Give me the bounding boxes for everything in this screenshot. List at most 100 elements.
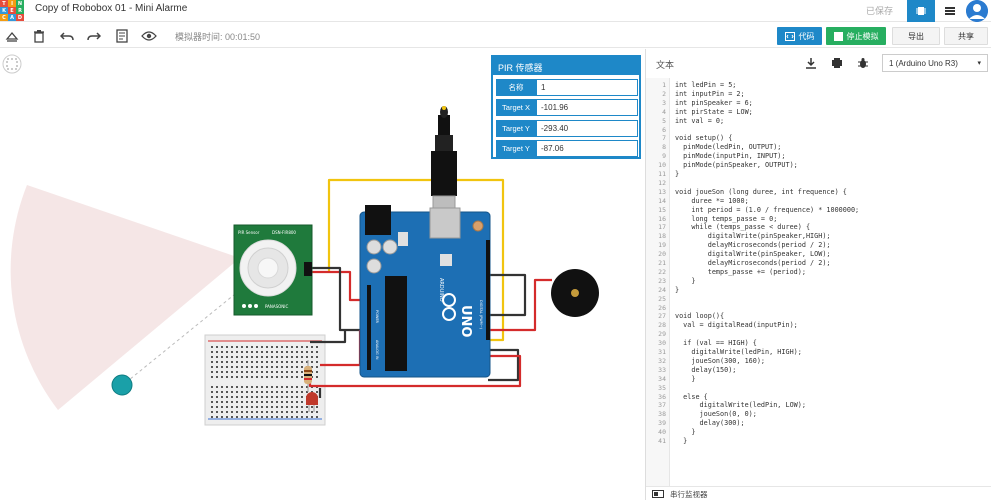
breadboard-hole[interactable]	[226, 376, 228, 378]
breadboard-hole[interactable]	[281, 351, 283, 353]
breadboard-hole[interactable]	[211, 411, 213, 413]
breadboard-hole[interactable]	[296, 386, 298, 388]
breadboard-hole[interactable]	[231, 416, 233, 418]
breadboard-hole[interactable]	[246, 411, 248, 413]
breadboard-hole[interactable]	[276, 391, 278, 393]
rotate-icon[interactable]	[4, 28, 20, 44]
breadboard-hole[interactable]	[301, 346, 303, 348]
breadboard-hole[interactable]	[296, 396, 298, 398]
breadboard-hole[interactable]	[266, 401, 268, 403]
breadboard-hole[interactable]	[236, 366, 238, 368]
breadboard-hole[interactable]	[251, 351, 253, 353]
breadboard-hole[interactable]	[316, 366, 318, 368]
breadboard-hole[interactable]	[281, 386, 283, 388]
breadboard-hole[interactable]	[226, 356, 228, 358]
breadboard-hole[interactable]	[286, 406, 288, 408]
breadboard-hole[interactable]	[266, 376, 268, 378]
breadboard-hole[interactable]	[291, 386, 293, 388]
breadboard-hole[interactable]	[226, 361, 228, 363]
breadboard-hole[interactable]	[216, 416, 218, 418]
breadboard-hole[interactable]	[241, 351, 243, 353]
breadboard-hole[interactable]	[271, 401, 273, 403]
breadboard-hole[interactable]	[246, 406, 248, 408]
arduino-uno[interactable]: UNO ARDUINO DIGITAL (PWM~) POWER ANALOG …	[359, 205, 491, 378]
breadboard-hole[interactable]	[226, 391, 228, 393]
breadboard-hole[interactable]	[251, 411, 253, 413]
breadboard-hole[interactable]	[316, 356, 318, 358]
breadboard-hole[interactable]	[211, 366, 213, 368]
breadboard-hole[interactable]	[271, 351, 273, 353]
breadboard-hole[interactable]	[211, 361, 213, 363]
breadboard-hole[interactable]	[301, 371, 303, 373]
undo-icon[interactable]	[59, 28, 75, 44]
breadboard-hole[interactable]	[316, 346, 318, 348]
breadboard-hole[interactable]	[256, 416, 258, 418]
breadboard-hole[interactable]	[296, 346, 298, 348]
breadboard-hole[interactable]	[241, 416, 243, 418]
breadboard-hole[interactable]	[291, 411, 293, 413]
delete-icon[interactable]	[31, 28, 47, 44]
breadboard-hole[interactable]	[266, 396, 268, 398]
breadboard-hole[interactable]	[281, 346, 283, 348]
breadboard-hole[interactable]	[281, 401, 283, 403]
breadboard-hole[interactable]	[236, 406, 238, 408]
breadboard-hole[interactable]	[226, 371, 228, 373]
breadboard-hole[interactable]	[231, 356, 233, 358]
breadboard-hole[interactable]	[271, 391, 273, 393]
breadboard-hole[interactable]	[236, 376, 238, 378]
breadboard-hole[interactable]	[251, 406, 253, 408]
breadboard-hole[interactable]	[251, 361, 253, 363]
breadboard-hole[interactable]	[271, 376, 273, 378]
breadboard-hole[interactable]	[211, 346, 213, 348]
pir-name-input[interactable]: 1	[536, 79, 638, 96]
breadboard-hole[interactable]	[251, 386, 253, 388]
breadboard-hole[interactable]	[256, 406, 258, 408]
breadboard-hole[interactable]	[311, 351, 313, 353]
breadboard-hole[interactable]	[306, 416, 308, 418]
breadboard-hole[interactable]	[216, 361, 218, 363]
breadboard-hole[interactable]	[276, 416, 278, 418]
breadboard-hole[interactable]	[276, 356, 278, 358]
breadboard-hole[interactable]	[221, 401, 223, 403]
breadboard-hole[interactable]	[211, 391, 213, 393]
breadboard-hole[interactable]	[296, 411, 298, 413]
breadboard-hole[interactable]	[301, 396, 303, 398]
breadboard-hole[interactable]	[271, 416, 273, 418]
breadboard-hole[interactable]	[216, 376, 218, 378]
breadboard-hole[interactable]	[256, 351, 258, 353]
breadboard-hole[interactable]	[296, 391, 298, 393]
breadboard-hole[interactable]	[306, 346, 308, 348]
breadboard-hole[interactable]	[241, 366, 243, 368]
breadboard-hole[interactable]	[241, 346, 243, 348]
breadboard-hole[interactable]	[221, 386, 223, 388]
breadboard-hole[interactable]	[241, 406, 243, 408]
breadboard-hole[interactable]	[256, 376, 258, 378]
breadboard-hole[interactable]	[251, 416, 253, 418]
breadboard-hole[interactable]	[276, 366, 278, 368]
breadboard-hole[interactable]	[291, 346, 293, 348]
breadboard-hole[interactable]	[291, 356, 293, 358]
breadboard-hole[interactable]	[216, 356, 218, 358]
breadboard-hole[interactable]	[286, 366, 288, 368]
breadboard-hole[interactable]	[301, 351, 303, 353]
breadboard-hole[interactable]	[266, 371, 268, 373]
breadboard-hole[interactable]	[256, 411, 258, 413]
breadboard-hole[interactable]	[296, 406, 298, 408]
breadboard-hole[interactable]	[221, 356, 223, 358]
breadboard-hole[interactable]	[256, 371, 258, 373]
breadboard-hole[interactable]	[211, 351, 213, 353]
breadboard-hole[interactable]	[271, 386, 273, 388]
breadboard-hole[interactable]	[231, 376, 233, 378]
breadboard-hole[interactable]	[221, 396, 223, 398]
user-avatar[interactable]	[966, 0, 988, 22]
breadboard-hole[interactable]	[296, 401, 298, 403]
circuit-canvas[interactable]: PIR Sensor DSN-FIR800 PANASONIC	[0, 49, 645, 500]
breadboard-hole[interactable]	[256, 346, 258, 348]
breadboard-hole[interactable]	[291, 406, 293, 408]
breadboard-hole[interactable]	[291, 401, 293, 403]
led-red[interactable]	[306, 392, 318, 412]
breadboard-hole[interactable]	[246, 371, 248, 373]
breadboard-hole[interactable]	[266, 351, 268, 353]
breadboard-hole[interactable]	[276, 371, 278, 373]
breadboard-hole[interactable]	[216, 346, 218, 348]
